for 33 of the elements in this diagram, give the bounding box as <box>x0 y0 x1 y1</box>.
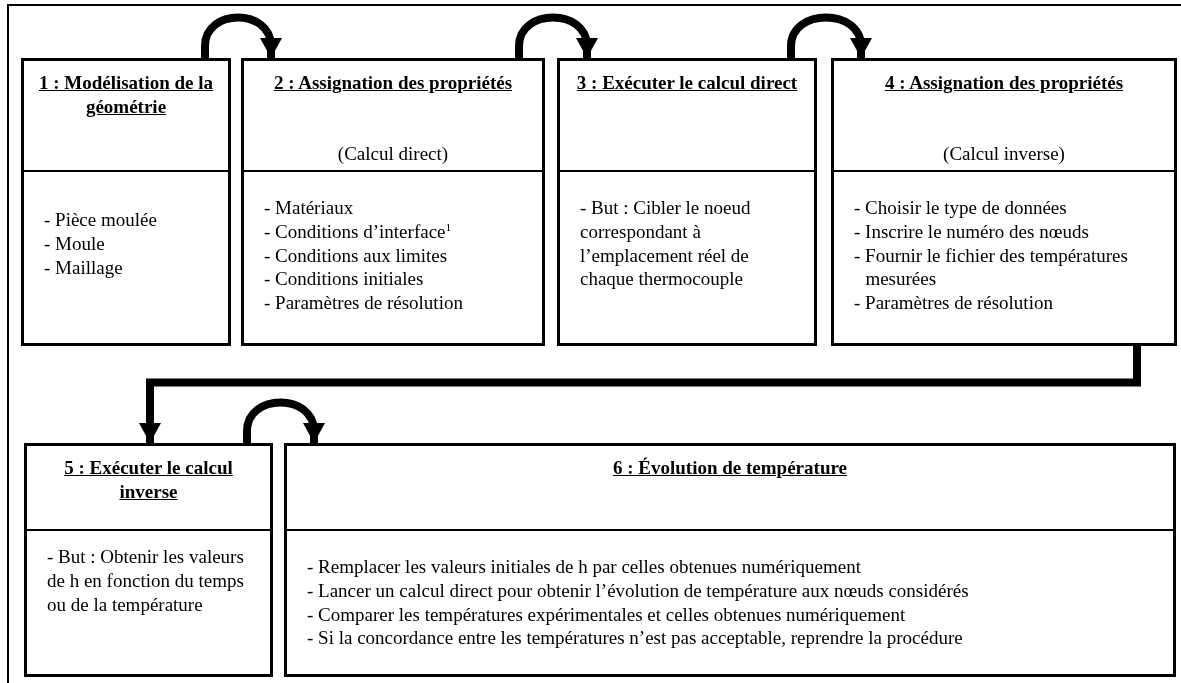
step-box <box>284 443 1176 677</box>
step-heading: 4 : Assignation des propriétés <box>884 71 1124 95</box>
step-box <box>24 443 273 677</box>
step-subtitle: (Calcul inverse) <box>943 143 1065 166</box>
list-item: - Maillage <box>44 255 124 280</box>
list-item: - Comparer les températures expérimentales et celles obtenues numériquement <box>307 602 907 627</box>
step-box <box>831 58 1177 346</box>
list-item: - Choisir le type de données <box>854 196 1068 220</box>
step-box <box>241 58 545 346</box>
list-item: - Fournir le fichier des températures mesurées <box>854 243 1129 291</box>
list-item: - Remplacer les valeurs initiales de h par celles obtenues numériquement <box>307 555 862 579</box>
list-item: - Matériaux <box>264 196 355 220</box>
list-item: - But : Cibler le noeud correspondant à l’emplacement réel de chaque thermocouple <box>580 196 752 291</box>
list-item: - Si la concordance entre les températures n’est pas acceptable, reprendre la procédure <box>307 626 964 650</box>
step-subtitle: (Calcul direct) <box>337 143 449 166</box>
step-heading: 6 : Évolution de température <box>613 456 847 480</box>
step-box <box>557 58 817 346</box>
list-item: - Pièce moulée <box>44 208 158 232</box>
step-heading: 1 : Modélisation de la géométrie <box>37 71 215 119</box>
step-heading: 3 : Exécuter le calcul direct <box>576 71 798 95</box>
list-item: - Conditions d’interface$^{1}$ <box>264 219 453 244</box>
list-item: - Paramètres de résolution <box>854 291 1054 315</box>
list-item: - Paramètres de résolution <box>264 291 464 315</box>
step-box <box>21 58 231 346</box>
list-item: - Lancer un calcul direct pour obtenir l’évolution de température aux nœuds considérés <box>307 578 970 603</box>
list-item: - Moule <box>44 231 106 256</box>
list-item: - But : Obtenir les valeurs de h en fonction du temps ou de la température <box>47 545 245 617</box>
list-item: - Conditions initiales <box>264 267 425 291</box>
list-item: - Conditions aux limites <box>264 243 449 268</box>
list-item: - Inscrire le numéro des nœuds <box>854 219 1090 244</box>
step-heading: 5 : Exécuter le calcul inverse <box>63 456 234 504</box>
arrow <box>139 346 1141 443</box>
step-heading: 2 : Assignation des propriétés <box>273 71 513 95</box>
